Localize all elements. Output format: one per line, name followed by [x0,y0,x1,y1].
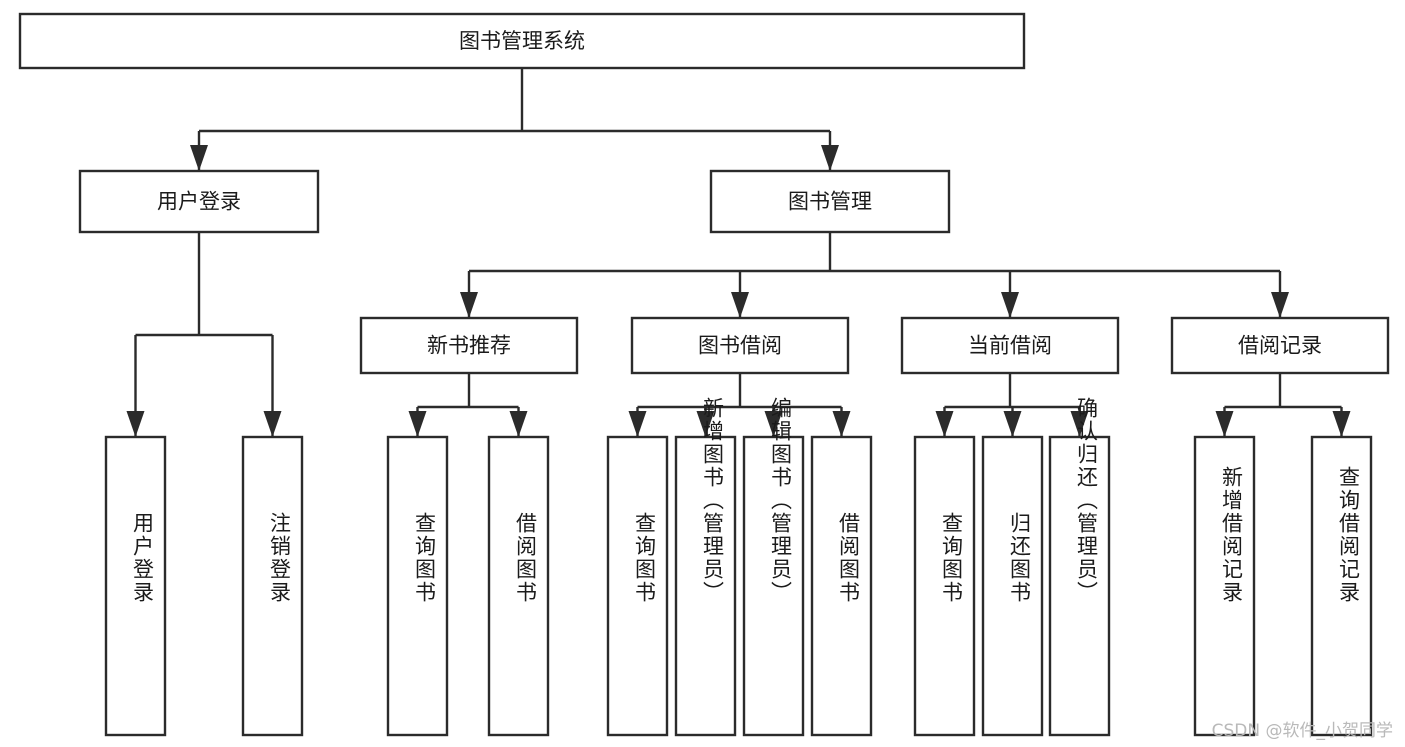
node-label: 借阅图书 [514,512,538,604]
node-leaf-confirm-return[interactable]: 确认归还（管理员） [1048,397,1111,737]
node-leaf-query-borrow-record[interactable]: 查询借阅记录 [1310,435,1373,737]
node-label: 注销登录 [268,512,292,604]
arrow-head-icon [832,411,851,437]
arrow-head-icon [696,411,715,437]
arrow-head-icon [935,411,954,437]
node-new-book-recommend[interactable]: 新书推荐 [359,316,579,375]
node-root[interactable]: 图书管理系统 [18,12,1026,70]
node-leaf-query-book-borrow[interactable]: 查询图书 [606,435,669,737]
arrow-head-icon [1001,292,1019,318]
node-label: 查询图书 [633,512,657,604]
arrow-head-icon [1070,411,1089,437]
arrow-head-icon [764,411,783,437]
node-box [1310,435,1373,737]
watermark-text: CSDN @软件_小贺同学 [1211,721,1393,741]
node-leaf-query-book-rec[interactable]: 查询图书 [386,435,449,737]
node-box [18,12,1026,70]
node-leaf-add-book[interactable]: 新增图书（管理员） [674,397,737,737]
node-box [900,316,1120,375]
arrow-head-icon [628,411,647,437]
arrow-head-icon [190,145,208,171]
node-label: 用户登录 [157,190,241,214]
arrow-head-icon [1003,411,1022,437]
arrow-head-icon [731,292,749,318]
node-leaf-borrow-book-rec[interactable]: 借阅图书 [487,435,550,737]
arrow-head-icon [821,145,839,171]
arrow-head-icon [460,292,478,318]
node-book-management[interactable]: 图书管理 [709,169,951,234]
node-box [1193,435,1256,737]
arrow-head-icon [408,411,427,437]
node-box [104,435,167,737]
node-box [359,316,579,375]
arrow-head-icon [126,411,145,437]
node-label: 查询图书 [413,512,437,604]
node-label: 编辑图书（管理员） [769,397,793,604]
node-label: 借阅图书 [837,512,861,604]
arrow-head-icon [509,411,528,437]
node-label: 新增图书（管理员） [701,397,725,604]
node-leaf-query-book-current[interactable]: 查询图书 [913,435,976,737]
node-borrow-records[interactable]: 借阅记录 [1170,316,1390,375]
node-leaf-return-book[interactable]: 归还图书 [981,435,1044,737]
node-current-borrow[interactable]: 当前借阅 [900,316,1120,375]
node-box [1048,435,1111,737]
node-label: 新书推荐 [427,334,511,358]
node-leaf-add-borrow-record[interactable]: 新增借阅记录 [1193,435,1256,737]
node-box [630,316,850,375]
node-user-login[interactable]: 用户登录 [78,169,320,234]
node-box [674,435,737,737]
node-label: 归还图书 [1008,512,1032,604]
node-leaf-logout[interactable]: 注销登录 [241,435,304,737]
node-label: 查询图书 [940,512,964,604]
arrow-head-icon [263,411,282,437]
node-label: 用户登录 [131,512,155,604]
node-box [981,435,1044,737]
node-box [606,435,669,737]
node-leaf-edit-book[interactable]: 编辑图书（管理员） [742,397,805,737]
node-box [709,169,951,234]
node-layer: 图书管理系统用户登录图书管理新书推荐图书借阅当前借阅借阅记录用户登录注销登录查询… [18,12,1390,737]
arrow-head-icon [1332,411,1351,437]
arrow-head-icon [1215,411,1234,437]
node-label: 确认归还（管理员） [1075,397,1099,604]
node-label: 当前借阅 [968,334,1052,358]
node-label: 新增借阅记录 [1220,466,1244,604]
node-box [810,435,873,737]
node-label: 图书借阅 [698,334,782,358]
node-box [913,435,976,737]
arrow-head-icon [1271,292,1289,318]
node-label: 查询借阅记录 [1337,466,1361,604]
connector-layer [126,68,1351,437]
node-book-borrow[interactable]: 图书借阅 [630,316,850,375]
node-box [742,435,805,737]
node-box [241,435,304,737]
node-box [386,435,449,737]
node-box [487,435,550,737]
node-leaf-user-login[interactable]: 用户登录 [104,435,167,737]
node-box [1170,316,1390,375]
node-label: 图书管理系统 [459,29,585,53]
node-leaf-borrow-book[interactable]: 借阅图书 [810,435,873,737]
node-label: 借阅记录 [1238,334,1322,358]
node-box [78,169,320,234]
node-label: 图书管理 [788,190,872,214]
